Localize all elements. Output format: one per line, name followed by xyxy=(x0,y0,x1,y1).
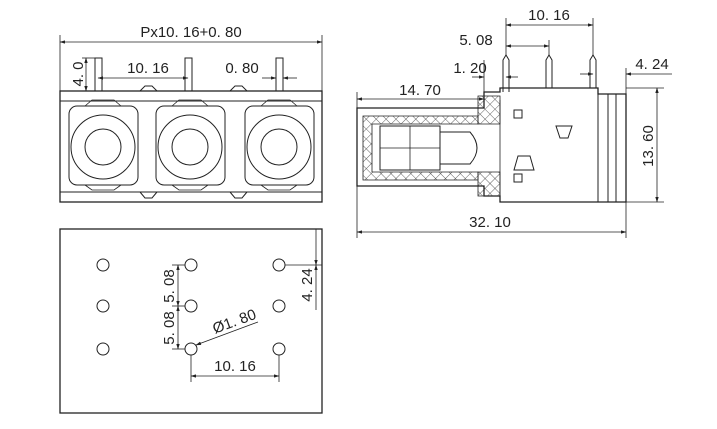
dim-footprint-column-pitch-label: 10. 16 xyxy=(214,358,256,375)
footprint-hole xyxy=(184,342,198,356)
dim-side-height: 13. 60 xyxy=(626,87,664,203)
side-pin-1 xyxy=(502,54,510,92)
dim-side-depth-front: 14. 70 xyxy=(356,82,485,108)
dim-side-height-label: 13. 60 xyxy=(640,125,657,167)
dim-side-right-offset: 4. 24 xyxy=(580,56,672,94)
footprint-hole xyxy=(96,258,110,272)
footprint-hole xyxy=(96,342,110,356)
footprint-holes xyxy=(96,258,286,356)
front-pin-3 xyxy=(275,57,284,92)
footprint-hole xyxy=(272,342,286,356)
dim-side-pin-offset: 1. 20 xyxy=(453,60,518,92)
front-socket-1 xyxy=(68,99,139,191)
dim-side-depth-front-label: 14. 70 xyxy=(399,82,441,99)
front-pins xyxy=(94,57,284,92)
dim-front-pitch-label: 10. 16 xyxy=(127,60,169,77)
front-notch-2 xyxy=(229,85,248,92)
front-pin-1 xyxy=(94,57,103,92)
dim-side-pitch-inner-label: 5. 08 xyxy=(459,32,492,49)
dim-footprint-row-pitch-lower-label: 5. 08 xyxy=(161,311,178,344)
dim-pin-width: 0. 80 xyxy=(225,60,297,80)
side-feature-trapezoid xyxy=(555,125,573,139)
side-feature-square-1 xyxy=(513,109,523,119)
side-feature-latch xyxy=(513,155,535,171)
side-section-hatch-lower xyxy=(477,171,501,197)
dim-footprint-edge-offset: 4. 24 xyxy=(285,229,322,310)
dim-side-pitch-top: 10. 16 xyxy=(505,7,594,55)
dim-pin-width-label: 0. 80 xyxy=(225,60,258,77)
front-pin-2 xyxy=(184,57,193,92)
front-socket-3 xyxy=(244,99,315,191)
side-pins xyxy=(502,54,597,92)
dim-footprint-row-pitch: 5. 08 5. 08 xyxy=(161,264,185,350)
footprint-hole xyxy=(184,299,198,313)
front-socket-2 xyxy=(155,99,226,191)
side-view: 10. 16 5. 08 1. 20 4. 24 14. 70 xyxy=(356,7,672,238)
dim-side-pitch-top-label: 10. 16 xyxy=(528,7,570,24)
footprint-outline xyxy=(59,228,323,414)
dim-side-right-offset-label: 4. 24 xyxy=(635,56,668,73)
dim-pin-height: 4. 0 xyxy=(70,57,95,92)
dim-pin-height-label: 4. 0 xyxy=(70,61,87,86)
footprint-hole xyxy=(96,299,110,313)
front-bottom-notch-2 xyxy=(229,191,248,199)
side-pin-2 xyxy=(545,54,553,88)
dim-side-total-length-label: 32. 10 xyxy=(469,214,511,231)
dim-footprint-edge-offset-label: 4. 24 xyxy=(299,268,316,301)
side-contact-curve xyxy=(440,131,478,165)
dim-side-pitch-inner: 5. 08 xyxy=(459,32,550,55)
side-pin-3 xyxy=(589,54,597,88)
dim-footprint-diameter: Ø1. 80 xyxy=(195,306,259,346)
dim-footprint-diameter-label: Ø1. 80 xyxy=(210,306,258,337)
front-notch-1 xyxy=(139,85,158,92)
dim-pitch-total: Px10. 16+0. 80 xyxy=(59,24,323,91)
dim-pitch-total-label: Px10. 16+0. 80 xyxy=(140,24,241,41)
front-view: Px10. 16+0. 80 4. 0 10. 16 0. 80 xyxy=(59,24,323,203)
dim-side-total-length: 32. 10 xyxy=(356,186,627,238)
front-bottom-notch-1 xyxy=(139,191,158,199)
side-section-hatch-upper xyxy=(477,95,501,125)
side-feature-square-2 xyxy=(513,173,523,183)
dim-footprint-column-pitch: 10. 16 xyxy=(190,355,280,382)
dim-side-pin-offset-label: 1. 20 xyxy=(453,60,486,77)
footprint-hole xyxy=(272,299,286,313)
dim-footprint-row-pitch-upper-label: 5. 08 xyxy=(161,269,178,302)
footprint-hole xyxy=(184,258,198,272)
footprint-hole xyxy=(272,258,286,272)
footprint-view: 5. 08 5. 08 Ø1. 80 10. 16 4. 24 xyxy=(59,228,323,414)
dim-front-pitch: 10. 16 xyxy=(97,60,189,80)
